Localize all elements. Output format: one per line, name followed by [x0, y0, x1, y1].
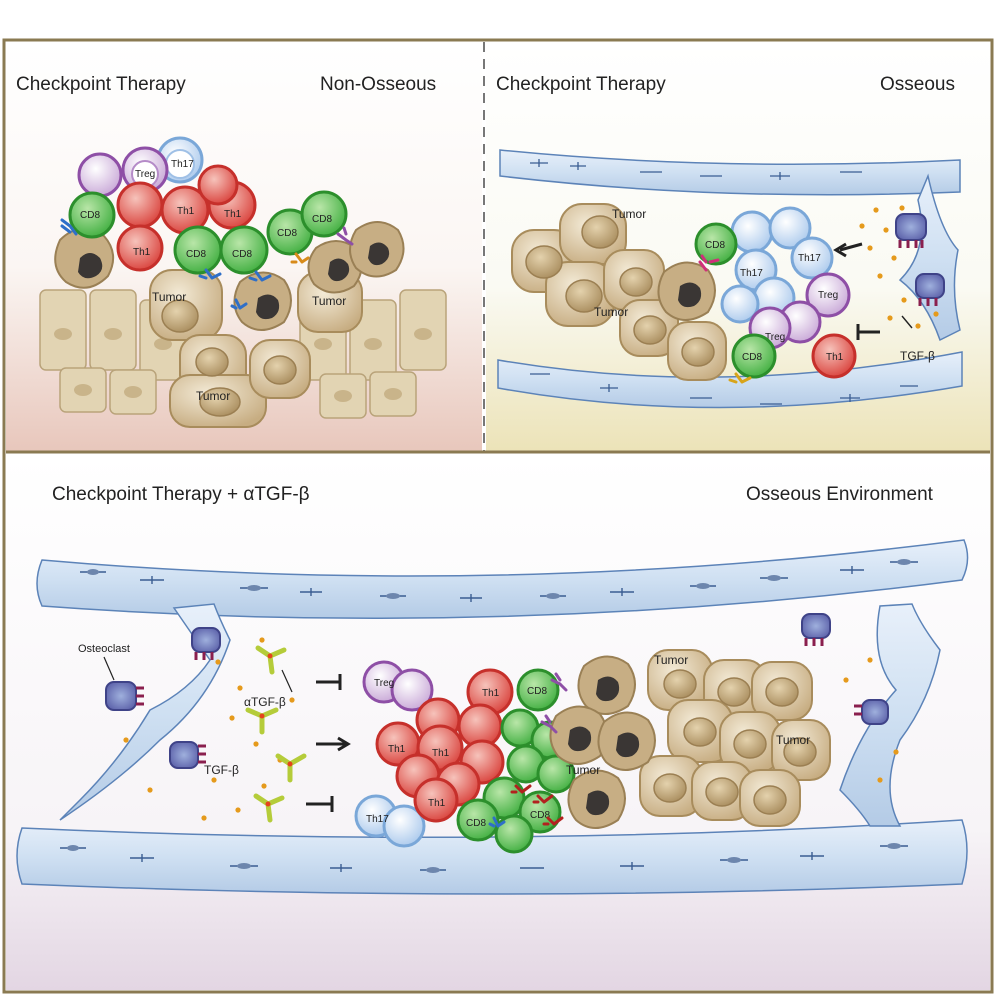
tumor-label-osseous-2: Tumor: [594, 305, 628, 319]
inhibition-top: [316, 674, 342, 690]
outer-frame: [2, 38, 994, 994]
cd8-label-3: CD8: [232, 249, 252, 260]
tgfb-dots-bottom: [123, 637, 899, 821]
treg-cells-bottom: [362, 660, 434, 712]
tumor-label-2: Tumor: [312, 294, 346, 308]
osteoclast-label: Osteoclast: [78, 643, 130, 655]
checkpoint-receptors-bottom: [488, 672, 568, 828]
treg-label-1: Treg: [818, 290, 838, 301]
th1-label-b3: Th1: [432, 748, 450, 759]
panel-top-left-title: Checkpoint Therapy: [16, 74, 186, 95]
cd8-label-b3: CD8: [466, 818, 486, 829]
tumor-cells: [54, 221, 405, 428]
inhibition-bottom: [306, 796, 334, 812]
th1-label-3: Th1: [133, 247, 151, 258]
tumor-label-b2: Tumor: [566, 763, 600, 777]
tgfb-label-bottom: TGF-β: [204, 763, 239, 777]
treg-label: Treg: [135, 169, 155, 180]
th1-label-b2: Th1: [388, 744, 406, 755]
th17-cells: [720, 206, 834, 324]
panel-bottom: Osteoclast TGF-β αTGF-β: [16, 539, 969, 895]
treg-label-2: Treg: [765, 332, 785, 343]
th1-cell: [811, 333, 857, 379]
th17-label-bottom: Th17: [366, 814, 389, 825]
th1-label-2: Th1: [224, 209, 242, 220]
tgfb-label-osseous: TGF-β: [900, 349, 935, 363]
bone-trabecula-bottom: [16, 539, 969, 895]
osteoclast-cells-bottom: [105, 613, 889, 769]
cd8-label-osseous-1: CD8: [705, 240, 725, 251]
th1-cells-bottom: [375, 668, 514, 823]
cd8-label-b1: CD8: [527, 686, 547, 697]
panel-top-left-subtitle: Non-Osseous: [320, 74, 437, 95]
tgfb-dots: [859, 205, 939, 329]
cd8-label-osseous-2: CD8: [742, 352, 762, 363]
cd8-cells: [694, 222, 777, 379]
tumor-label-osseous-1: Tumor: [612, 207, 646, 221]
th1-label-b1: Th1: [482, 688, 500, 699]
th17-label-1: Th17: [798, 253, 821, 264]
panel-top-right-title: Checkpoint Therapy: [496, 74, 666, 95]
tumor-label-b3: Tumor: [776, 733, 810, 747]
tumor-dark-cell: [54, 221, 405, 331]
tumor-label-b1: Tumor: [654, 653, 688, 667]
th1-label-1: Th1: [177, 206, 195, 217]
panel-bottom-title: Checkpoint Therapy + αTGF-β: [52, 484, 310, 505]
th17-label: Th17: [171, 159, 194, 170]
th1-label-osseous: Th1: [826, 352, 844, 363]
tumor-label-3: Tumor: [196, 389, 230, 403]
cd8-label-4: CD8: [277, 228, 297, 239]
cd8-label-b2: CD8: [530, 810, 550, 821]
panel-top-right: Tumor Tumor Th17 Th17 Treg Treg CD8 CD8 …: [497, 149, 963, 409]
th1-cells: Th1 Th1 Th1: [116, 164, 257, 272]
inhibition-symbol: [856, 324, 880, 340]
checkpoint-receptors: [60, 218, 354, 310]
tumor-label-1: Tumor: [152, 290, 186, 304]
panel-top-left: Th17 Treg Th1 Th1 Th1: [39, 136, 447, 428]
treg-cell: Treg: [77, 146, 169, 198]
atgfb-label: αTGF-β: [244, 695, 286, 709]
th17-label-2: Th17: [740, 268, 763, 279]
th17-cell: Th17: [156, 136, 204, 184]
th17-cells-bottom: [354, 794, 426, 848]
cd8-label-1: CD8: [80, 210, 100, 221]
panel-bottom-subtitle: Osseous Environment: [746, 484, 933, 505]
antibody-binding-sites: [259, 653, 293, 807]
th1-label-b4: Th1: [428, 798, 446, 809]
dying-tumor-cells: [549, 655, 656, 829]
osteoclast-cells: [895, 213, 945, 306]
treg-label-bottom: Treg: [374, 678, 394, 689]
panel-top-right-subtitle: Osseous: [880, 74, 955, 95]
cd8-label-2: CD8: [186, 249, 206, 260]
cd8-label-5: CD8: [312, 214, 332, 225]
tumor-cells: [511, 203, 727, 381]
arrow-attract: [839, 242, 863, 252]
cd8-cells: CD8 CD8 CD8 CD8 CD8: [68, 190, 348, 275]
